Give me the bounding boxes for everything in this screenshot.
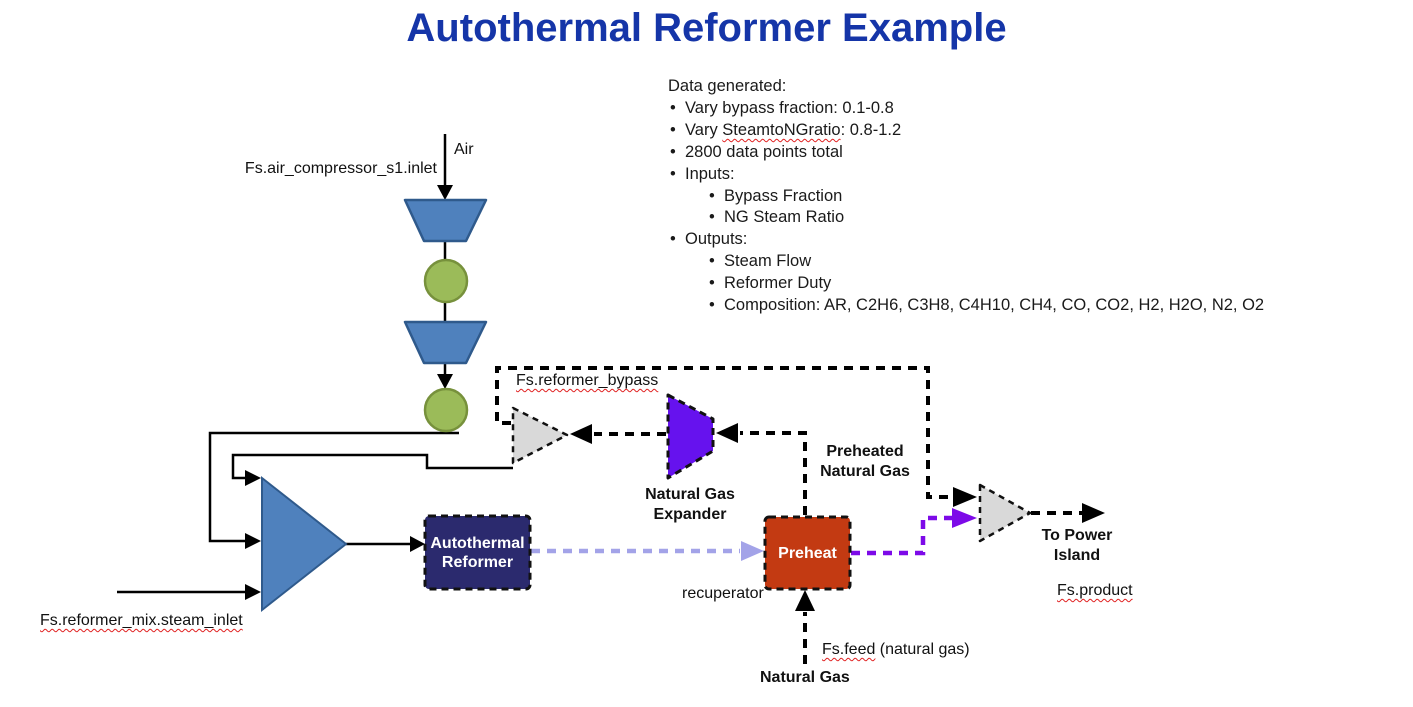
bullet-marker: • — [670, 164, 676, 183]
reformer-label-line1: Autothermal — [430, 534, 525, 552]
note-bullet-data-points: • 2800 data points total — [668, 142, 1264, 164]
note-text: Inputs: — [685, 164, 735, 183]
note-text: 2800 data points total — [685, 142, 843, 161]
splitter-to-mixer-line — [231, 453, 513, 480]
bullet-marker: • — [709, 186, 715, 205]
splitter-to-mixer-arrowhead — [245, 470, 261, 486]
note-bullet-reformer-duty: • Reformer Duty — [668, 273, 1264, 295]
bullet-marker: • — [670, 120, 676, 139]
steam-inlet-arrowhead — [245, 584, 261, 600]
note-bullet-inputs: • Inputs: — [668, 164, 1264, 186]
reformer-effluent-arrowhead — [741, 541, 764, 561]
reformer-bypass-arrowhead — [953, 487, 977, 507]
note-bullet-steam-flow: • Steam Flow — [668, 251, 1264, 273]
expander-label-line1: Natural Gas — [645, 486, 735, 503]
reformer-bypass-stream-label: Fs.reformer_bypass — [516, 372, 659, 389]
preheat-to-mixer-arrowhead — [952, 508, 977, 528]
to-power-island-label: To Power Island — [997, 526, 1157, 566]
expander-outlet-arrowhead — [570, 424, 592, 444]
reformer-mixer-shape — [261, 475, 348, 613]
feed-stream-name: Fs.feed — [822, 641, 876, 658]
note-text: Outputs: — [685, 230, 748, 249]
notes-heading: Data generated: — [668, 77, 787, 95]
bullet-marker: • — [709, 252, 715, 271]
recuperator-label: recuperator — [682, 585, 764, 602]
intercooler-2-shape — [423, 387, 469, 433]
preheat-recuperator-shape — [763, 515, 852, 591]
autothermal-reformer-shape — [423, 514, 532, 591]
autothermal-reformer-label: Autothermal Reformer — [425, 516, 530, 589]
bullet-marker: • — [709, 208, 715, 227]
feed-stream-label: Fs.feed (natural gas) — [822, 641, 970, 659]
bullet-marker: • — [670, 98, 676, 117]
natural-gas-label: Natural Gas — [760, 669, 850, 686]
data-generated-notes: Data generated: • Vary bypass fraction: 0… — [668, 76, 1264, 317]
air-to-mixer-arrowhead — [245, 533, 261, 549]
note-text: NG Steam Ratio — [724, 208, 845, 227]
product-stream-label: Fs.product — [1057, 582, 1133, 599]
note-bullet-vary-bypass: • Vary bypass fraction: 0.1-0.8 — [668, 98, 1264, 120]
compressor2-cooler2-arrowhead — [437, 374, 453, 389]
to-power-label-line1: To Power — [1041, 527, 1113, 544]
air-inlet-arrowhead — [437, 185, 453, 200]
preheat-label: Preheat — [778, 544, 837, 562]
feed-stream-note: (natural gas) — [875, 641, 970, 658]
bullet-marker: • — [709, 274, 715, 293]
note-text: Reformer Duty — [724, 274, 832, 293]
natural-gas-expander-label: Natural Gas Expander — [610, 485, 770, 525]
note-text: Steam Flow — [724, 252, 812, 271]
air-stream-label: Air — [454, 141, 474, 158]
bullet-marker: • — [709, 296, 715, 315]
natural-gas-feed-arrowhead — [795, 590, 815, 611]
expander-label-line2: Expander — [653, 506, 727, 523]
note-text: Composition: AR, C2H6, C3H8, C4H10, CH4,… — [724, 296, 1265, 315]
natural-gas-expander-shape — [666, 393, 715, 480]
preheated-ng-label-line2: Natural Gas — [820, 463, 910, 480]
preheated-ng-arrowhead — [716, 423, 738, 443]
note-text: Bypass Fraction — [724, 186, 843, 205]
intercooler-1-shape — [423, 258, 469, 304]
reformer-label-line2: Reformer — [441, 553, 514, 571]
note-bullet-composition: • Composition: AR, C2H6, C3H8, C4H10, CH4… — [668, 295, 1264, 317]
preheated-natural-gas-label: Preheated Natural Gas — [785, 442, 945, 482]
preheated-ng-line — [740, 431, 807, 515]
steam-inlet-stream-label: Fs.reformer_mix.steam_inlet — [40, 612, 243, 629]
note-bullet-bypass-fraction: • Bypass Fraction — [668, 186, 1264, 208]
product-mixer-shape — [978, 483, 1032, 543]
preheat-to-mixer-line — [851, 515, 953, 556]
note-text: Vary — [685, 120, 723, 139]
air-compressor-2-shape — [403, 320, 488, 365]
product-arrowhead — [1082, 503, 1105, 523]
air-to-mixer-line — [208, 431, 459, 543]
bullet-marker: • — [670, 230, 676, 249]
note-text: Vary bypass fraction: 0.1-0.8 — [685, 98, 894, 117]
air-compressor-inlet-stream-label: Fs.air_compressor_s1.inlet — [244, 160, 437, 177]
to-power-label-line2: Island — [1053, 547, 1101, 564]
mixer-to-reformer-arrowhead — [410, 536, 425, 552]
bullet-marker: • — [670, 142, 676, 161]
page-title: Autothermal Reformer Example — [406, 6, 1007, 50]
bypass-splitter-shape — [511, 406, 569, 465]
note-bullet-ng-steam-ratio: • NG Steam Ratio — [668, 207, 1264, 229]
air-compressor-1-shape — [403, 198, 488, 243]
note-text: : 0.8-1.2 — [840, 120, 902, 139]
note-bullet-vary-steamtongratio: • Vary SteamtoNGratio: 0.8-1.2 — [668, 120, 1264, 142]
note-bullet-outputs: • Outputs: — [668, 229, 1264, 251]
note-text-misspelled: SteamtoNGratio — [722, 120, 841, 139]
preheated-ng-label-line1: Preheated — [826, 443, 904, 460]
